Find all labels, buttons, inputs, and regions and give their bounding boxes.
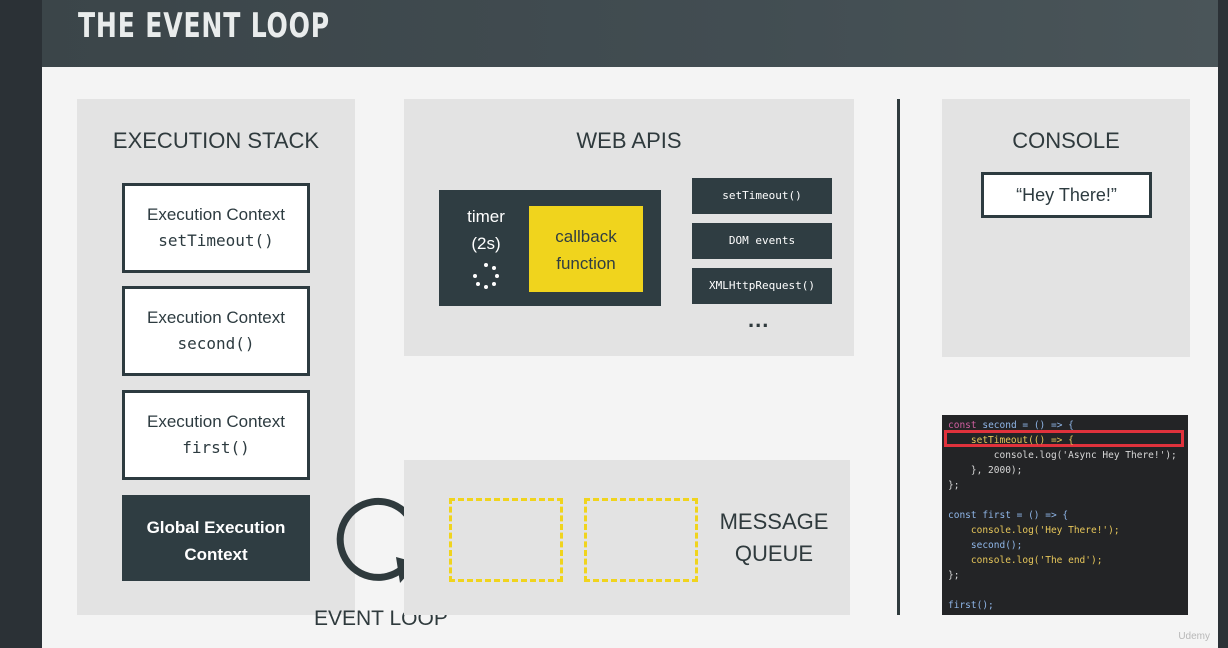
code-line: }, 2000); [948, 465, 1023, 476]
code-line: }; [948, 570, 960, 581]
timer-duration: (2s) [471, 234, 501, 253]
context-label: Execution Context [147, 412, 285, 431]
timer-label: timer [467, 207, 505, 226]
api-dom-events: DOM events [692, 223, 832, 259]
message-queue-panel: MESSAGE QUEUE [404, 460, 850, 615]
global-context-line1: Global Execution [146, 518, 286, 537]
slide-canvas: EXECUTION STACK Execution Context setTim… [42, 67, 1218, 648]
context-label: Execution Context [147, 308, 285, 327]
console-output: “Hey There!” [981, 172, 1152, 218]
code-line: console.log('Async Hey There!'); [948, 450, 1177, 461]
execution-stack-panel: EXECUTION STACK Execution Context setTim… [77, 99, 355, 615]
code-line: const second = () => { [948, 420, 1074, 431]
message-queue-title: MESSAGE QUEUE [714, 506, 834, 570]
execution-context-second: Execution Context second() [122, 286, 310, 376]
code-line: setTimeout(() => { [948, 435, 1074, 446]
code-highlight [944, 430, 1184, 447]
context-function: setTimeout() [158, 231, 274, 250]
loading-spinner-icon [473, 263, 499, 289]
global-context-line2: Context [184, 545, 248, 564]
code-line: }; [948, 480, 960, 491]
message-queue-line1: MESSAGE [719, 509, 829, 534]
context-function: second() [177, 334, 255, 353]
web-apis-title: WEB APIS [576, 128, 682, 153]
callback-line1: callback [555, 227, 617, 246]
message-queue-line2: QUEUE [734, 541, 814, 566]
execution-stack-title: EXECUTION STACK [112, 128, 320, 153]
code-line: console.log('The end'); [948, 555, 1103, 566]
global-execution-context: Global Execution Context [122, 495, 310, 581]
slide-title: THE EVENT LOOP [78, 6, 330, 46]
callback-function-box: callback function [529, 206, 643, 292]
timer-box: timer (2s) callback function [439, 190, 661, 306]
api-xmlhttprequest: XMLHttpRequest() [692, 268, 832, 304]
code-line: second(); [948, 540, 1023, 551]
vertical-divider [897, 99, 900, 615]
udemy-watermark: Udemy [1178, 631, 1210, 642]
execution-context-settimeout: Execution Context setTimeout() [122, 183, 310, 273]
code-line: first(); [948, 600, 994, 611]
queue-slot [584, 498, 698, 582]
context-function: first() [182, 438, 250, 457]
console-title: CONSOLE [1012, 128, 1120, 153]
callback-line2: function [556, 254, 616, 273]
code-line: console.log('Hey There!'); [948, 525, 1120, 536]
api-settimeout: setTimeout() [692, 178, 832, 214]
execution-context-first: Execution Context first() [122, 390, 310, 480]
console-panel: CONSOLE “Hey There!” [942, 99, 1190, 357]
queue-slot [449, 498, 563, 582]
code-snippet: const second = () => { setTimeout(() => … [942, 415, 1188, 615]
code-line: const first = () => { [948, 510, 1069, 521]
api-more-ellipsis: ... [748, 307, 770, 332]
context-label: Execution Context [147, 205, 285, 224]
web-apis-panel: WEB APIS timer (2s) callback function se… [404, 99, 854, 356]
slide-header: THE EVENT LOOP [42, 0, 1218, 67]
